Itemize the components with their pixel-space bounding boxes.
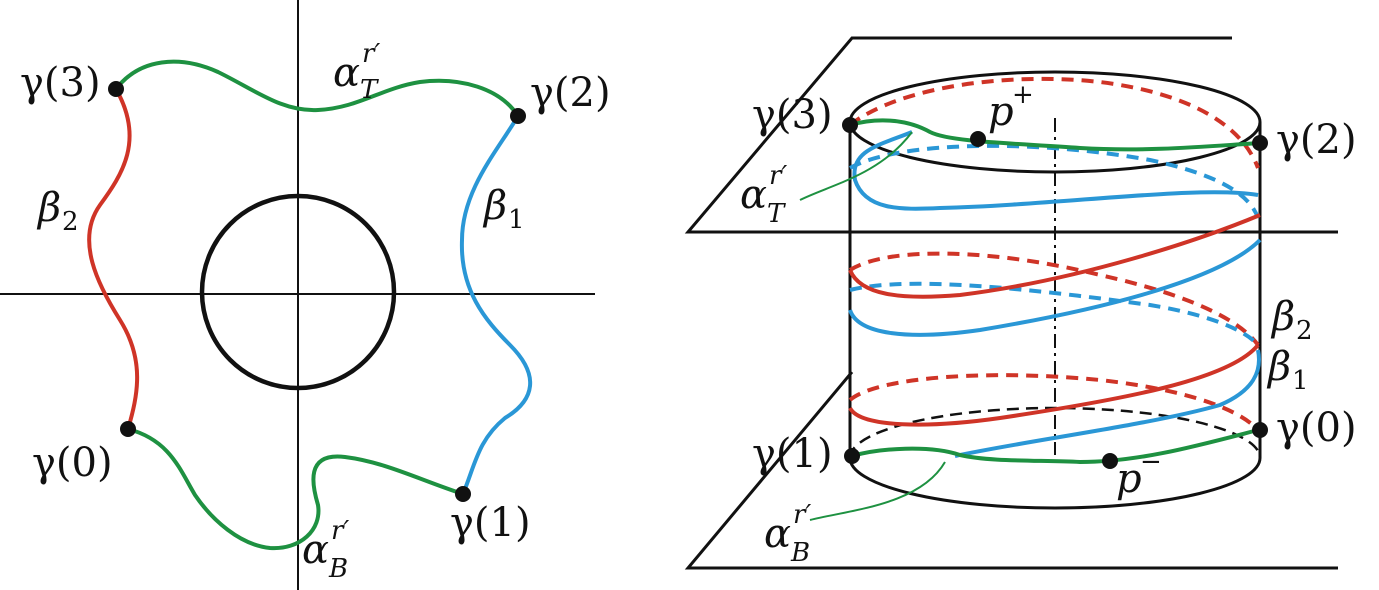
svg-text:β: β [36, 185, 61, 231]
label-gamma1: γ(1) [450, 500, 531, 546]
red-front-strand-1 [848, 213, 1261, 299]
svg-text:β: β [482, 183, 507, 229]
label-gamma2: γ(2) [530, 70, 611, 116]
svg-text:2: 2 [62, 207, 79, 237]
label-gamma2-right: γ(2) [1276, 117, 1357, 163]
svg-text:2: 2 [1296, 316, 1313, 346]
alpha-T-leader [799, 131, 913, 201]
svg-text:−: − [1140, 447, 1162, 477]
label-p-minus: p − [1116, 447, 1162, 502]
label-gamma1-right: γ(1) [752, 431, 833, 477]
blue-back-strand-1 [849, 143, 1260, 219]
point-gamma0 [120, 421, 136, 437]
svg-text:T: T [360, 75, 379, 105]
svg-text:r′: r′ [331, 516, 349, 546]
label-alpha-T-left: α r′ T [333, 39, 380, 105]
beta2-curve [87, 88, 140, 430]
point-gamma2-right [1252, 135, 1268, 151]
right-diagram: γ(3) γ(2) γ(1) γ(0) p + p − α r′ T α r′ … [684, 36, 1357, 570]
svg-text:p: p [988, 89, 1014, 135]
svg-text:r′: r′ [362, 39, 380, 69]
blue-front-strand-2 [848, 238, 1262, 337]
cylinder-bottom-front [848, 457, 1262, 510]
label-alpha-B-right: α r′ B [764, 500, 811, 568]
label-p-plus: p + [988, 80, 1034, 135]
point-gamma1 [455, 486, 471, 502]
point-gamma1-right [844, 448, 860, 464]
blue-back-strand-2 [849, 281, 1260, 347]
label-gamma0: γ(0) [32, 440, 113, 486]
point-gamma2 [510, 108, 526, 124]
alpha-T-right-curve [849, 118, 1261, 152]
point-gamma3 [108, 81, 124, 97]
label-beta1-right: β 1 [1266, 344, 1309, 396]
blue-front-strand-1 [852, 130, 1259, 211]
alpha-B-leader [809, 461, 946, 521]
point-gamma0-right [1252, 422, 1268, 438]
red-back-strand-1 [848, 76, 1260, 169]
svg-text:r′: r′ [793, 500, 811, 530]
red-back-strand-2 [848, 251, 1260, 347]
svg-text:+: + [1012, 80, 1034, 110]
inner-circle [199, 193, 397, 391]
label-alpha-B-left: α r′ B [302, 516, 349, 584]
svg-text:α: α [333, 50, 360, 96]
red-back-strand-3 [848, 373, 1260, 432]
label-beta1-left: β 1 [482, 183, 525, 235]
bottom-plane [684, 371, 1338, 570]
svg-text:T: T [767, 199, 786, 229]
svg-text:B: B [790, 538, 810, 568]
svg-text:α: α [740, 172, 767, 218]
label-beta2-left: β 2 [36, 185, 79, 237]
label-beta2-right: β 2 [1270, 294, 1313, 346]
label-gamma0-right: γ(0) [1276, 405, 1357, 451]
svg-text:1: 1 [508, 205, 525, 235]
label-alpha-T-right: α r′ T [740, 161, 787, 229]
svg-text:β: β [1270, 294, 1295, 340]
svg-text:α: α [302, 527, 329, 573]
alpha-T-curve [114, 59, 520, 118]
red-front-strand-2 [848, 343, 1260, 427]
svg-text:1: 1 [1292, 366, 1309, 396]
point-gamma3-right [842, 117, 858, 133]
svg-text:r′: r′ [769, 161, 787, 191]
point-p-minus [1102, 453, 1118, 469]
alpha-B-curve [127, 427, 464, 551]
svg-text:B: B [328, 554, 348, 584]
point-p-plus [970, 131, 986, 147]
label-gamma3: γ(3) [20, 60, 101, 106]
beta1-curve [459, 114, 533, 495]
svg-text:p: p [1116, 456, 1142, 502]
blue-front-strand-3 [954, 349, 1261, 458]
left-diagram: γ(3) γ(2) γ(0) γ(1) α r′ T α r′ B β 1 β … [0, 0, 611, 590]
label-gamma3-right: γ(3) [752, 92, 833, 138]
top-plane [684, 36, 1338, 234]
alpha-B-right-curve [851, 428, 1259, 465]
svg-text:β: β [1266, 344, 1291, 390]
svg-text:α: α [764, 511, 791, 557]
